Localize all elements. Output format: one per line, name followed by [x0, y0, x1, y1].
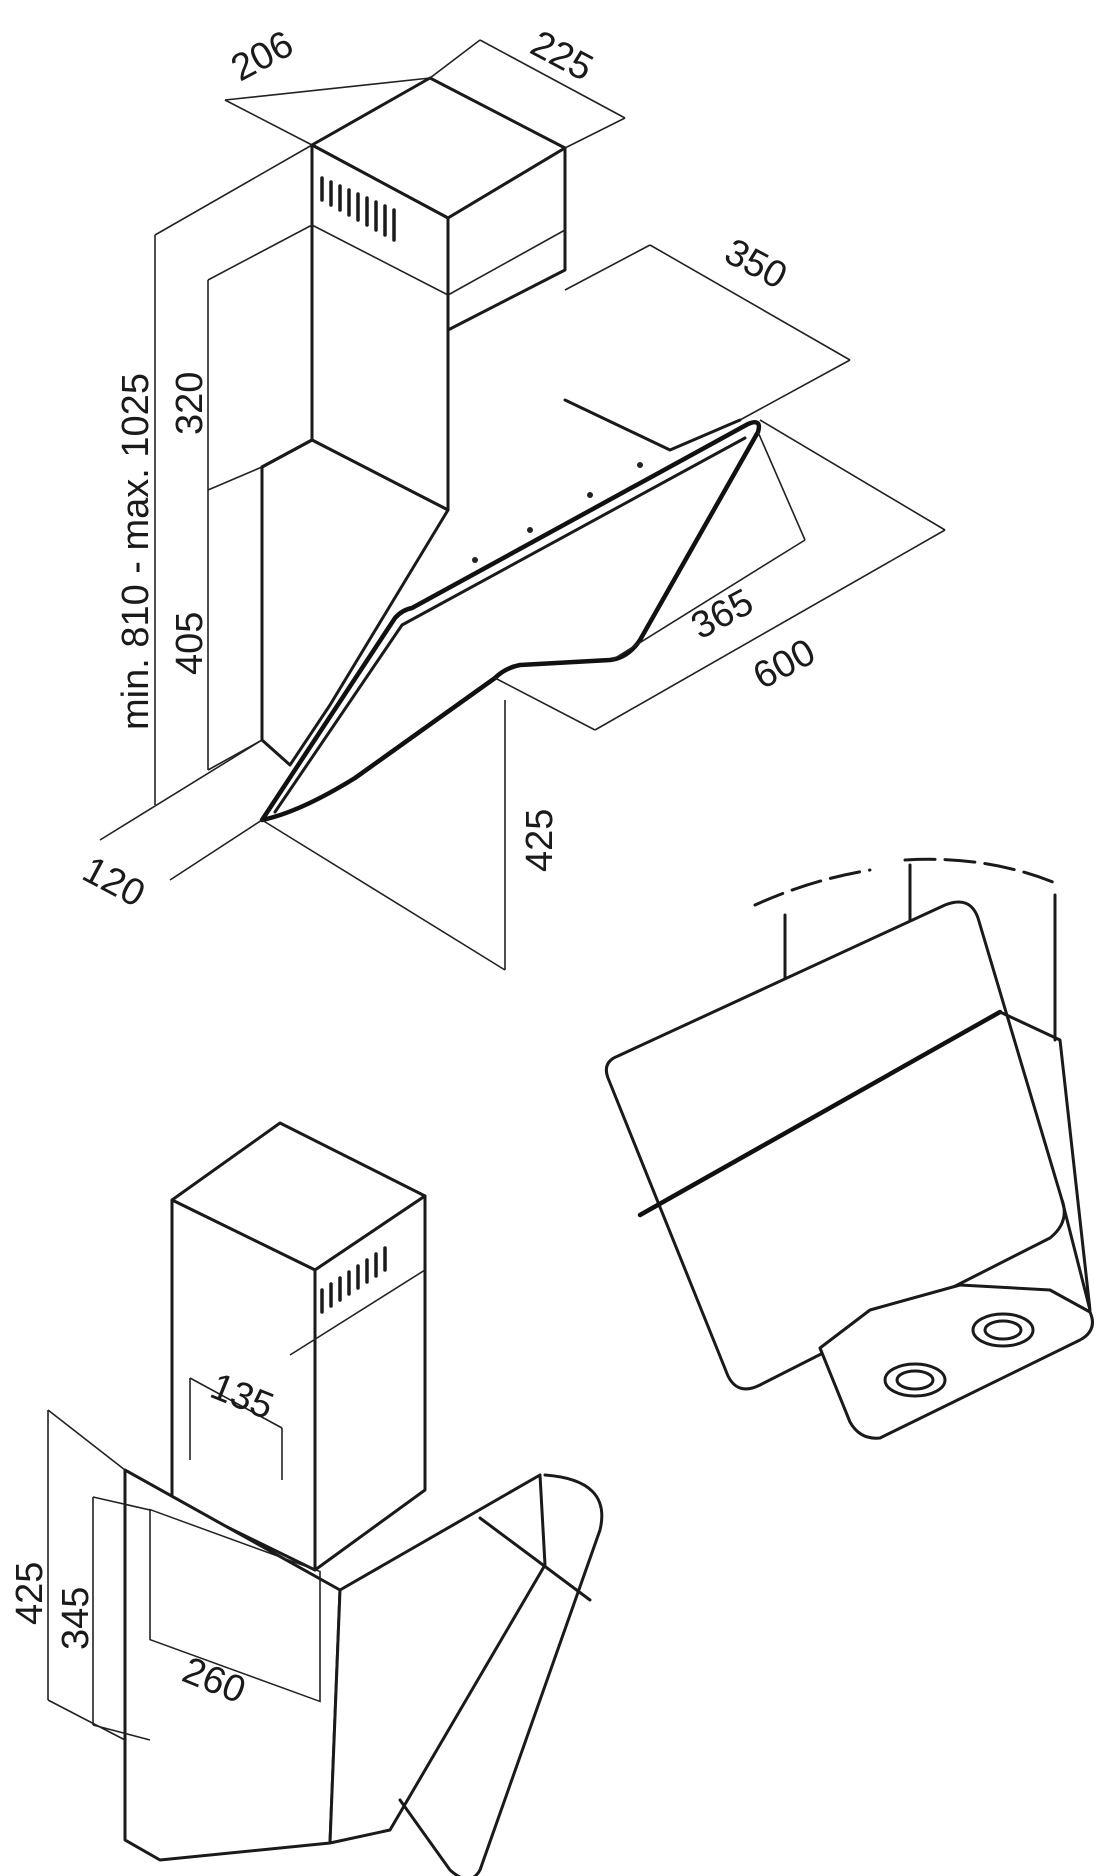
dim-rear-body-height: 425 — [9, 1562, 51, 1625]
dimension-lines — [99, 39, 946, 971]
hood-body-top-back — [260, 438, 314, 469]
rear-body-back — [123, 1468, 342, 1862]
rear-chimney-joint — [289, 1269, 426, 1356]
dim-total-width: 600 — [747, 631, 823, 698]
wall-arc-right — [903, 857, 1062, 887]
dim-glass-height: 425 — [519, 809, 561, 872]
underside-view — [604, 857, 1094, 1440]
dim-chimney-width: 225 — [524, 23, 600, 90]
filter-left — [883, 1362, 947, 1398]
dim-chimney-depth: 206 — [225, 23, 301, 90]
filter-left-inner — [895, 1369, 935, 1391]
dim-front-offset: 120 — [76, 849, 152, 916]
glass-panel-inner — [273, 436, 747, 814]
dim-inner-width: 365 — [685, 581, 761, 648]
glass-panel — [259, 420, 762, 823]
wall-arc — [753, 868, 872, 907]
underside-base — [818, 1283, 1094, 1440]
panel-dots — [472, 462, 643, 563]
chimney-joint-line-side — [447, 229, 566, 296]
rear-vent-slots — [320, 1246, 387, 1314]
rear-chimney-side — [313, 1194, 427, 1572]
dim-chimney-upper-height: 320 — [169, 372, 211, 435]
rear-glass-edge — [398, 1473, 604, 1876]
dim-hood-depth: 350 — [718, 231, 794, 298]
glass-split-line — [637, 1009, 1003, 1218]
hood-body-top-right — [563, 398, 742, 452]
rear-body-side — [328, 1473, 547, 1845]
rear-dimension-lines — [47, 1377, 283, 1741]
filter-right-inner — [983, 1319, 1023, 1341]
vent-slots — [320, 176, 396, 242]
body-side — [998, 1010, 1092, 1312]
rear-glass-line — [478, 1516, 592, 1602]
filter-right — [971, 1312, 1035, 1348]
mount-plate — [149, 1508, 321, 1703]
chimney-joint-line — [311, 224, 449, 296]
top-view: 206 225 350 320 min. 810 - max. 1025 405… — [76, 23, 946, 971]
dim-mount-height: 345 — [55, 1587, 97, 1650]
dim-body-height: 405 — [169, 612, 211, 675]
dim-total-height-range: min. 810 - max. 1025 — [115, 373, 157, 730]
rear-view: 135 425 345 260 — [9, 1121, 604, 1876]
chimney-side-face — [446, 146, 567, 332]
